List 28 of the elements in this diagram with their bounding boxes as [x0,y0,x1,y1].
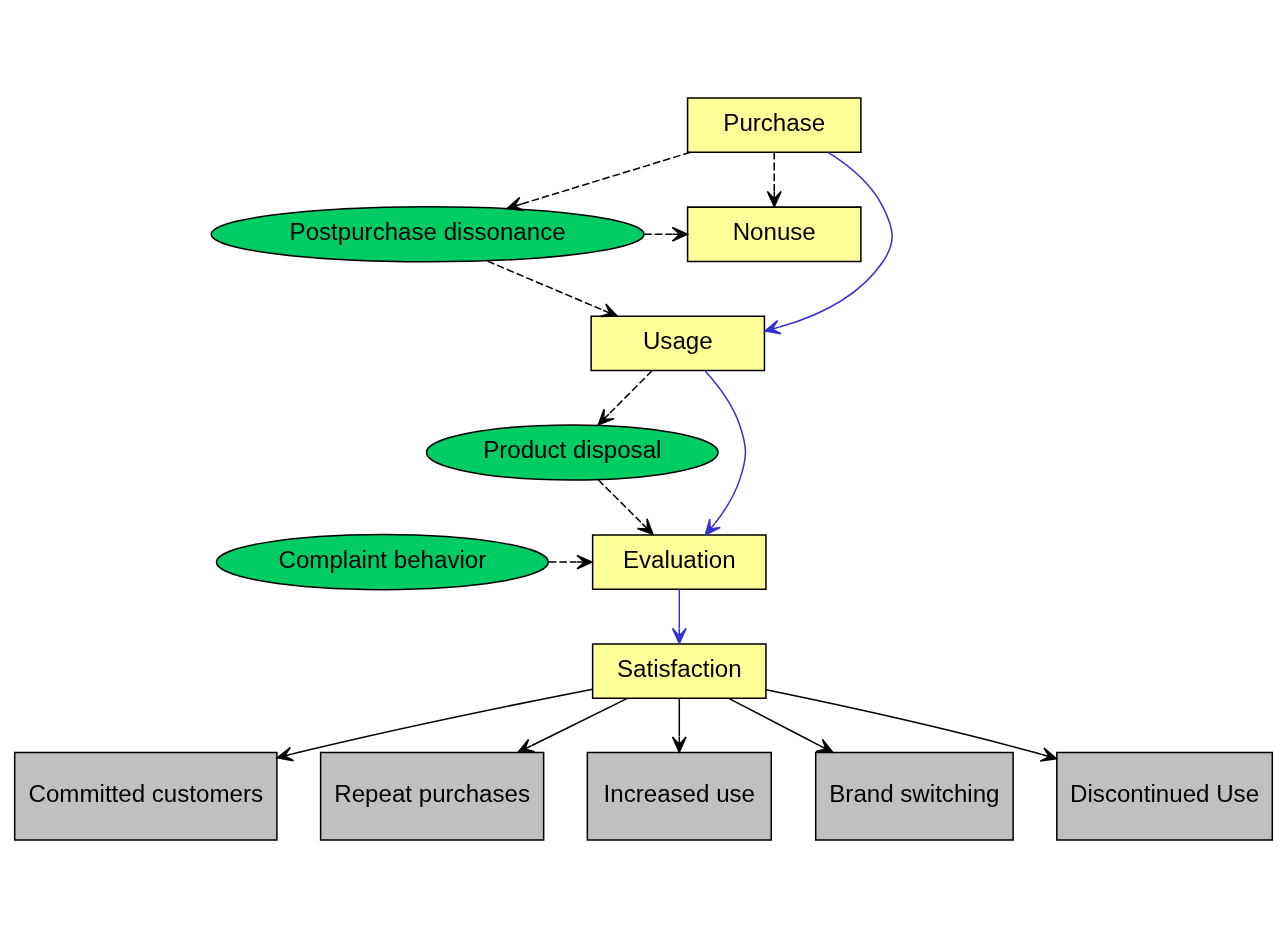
arrow [597,369,653,425]
node-box: Evaluation [591,533,767,590]
arrow [517,697,628,753]
node-box: Increased use [586,751,772,841]
node-box: Discontinued Use [1056,751,1274,841]
arrow [506,151,692,211]
arrow [766,151,782,207]
node-box: Brand switching [814,751,1014,841]
arrow [765,688,1058,762]
arrow [276,687,594,761]
node-box: Satisfaction [591,642,767,699]
arrow [486,259,618,317]
arrow [548,554,593,570]
arrow [728,697,834,753]
node-box: Usage [590,314,766,371]
arrow [671,697,687,753]
node-ellipse: Postpurchase dissonance [210,205,645,263]
node-box: Committed customers [13,751,278,841]
node-ellipse: Complaint behavior [215,533,550,590]
arrow [597,478,654,535]
node-ellipse: Product disposal [425,423,719,481]
arrow [704,369,747,536]
arrow [671,588,687,644]
node-box: Purchase [686,96,862,153]
arrow [643,226,689,242]
node-box: Nonuse [686,205,862,262]
node-box: Repeat purchases [319,751,545,841]
arrow [764,151,893,334]
